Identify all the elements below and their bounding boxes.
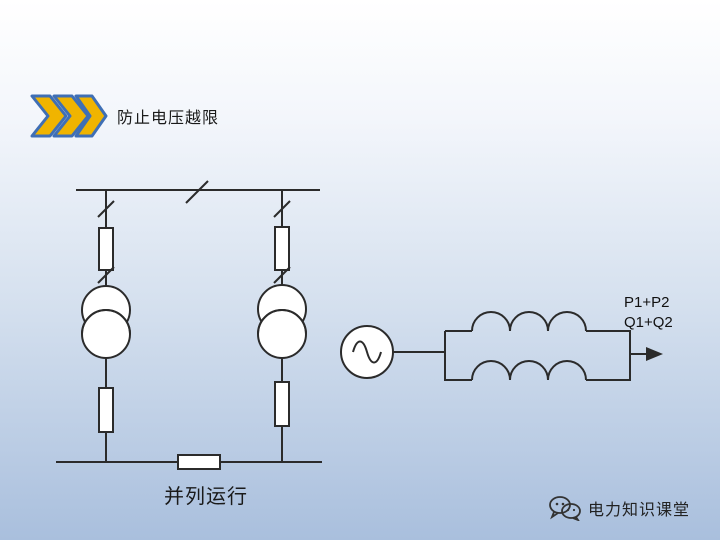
wechat-icon <box>549 496 581 521</box>
transformer-icon <box>257 284 307 359</box>
transformer-icon <box>81 285 131 359</box>
inductor-icon <box>471 360 587 381</box>
left-top-break-mark <box>97 200 115 218</box>
right-lower-break-mark <box>273 266 291 284</box>
power-flow-arrow <box>646 347 663 361</box>
parallel-operation-caption: 并列运行 <box>164 484 248 508</box>
bus-tie-breaker <box>177 454 221 470</box>
right-transformer-branch <box>257 190 307 462</box>
parallel-line-network <box>444 311 646 381</box>
left-transformer-branch <box>81 190 131 462</box>
watermark-text: 电力知识课堂 <box>588 500 691 519</box>
left-bottom-breaker <box>98 387 114 433</box>
reactive-power-label: Q1+Q2 <box>624 314 673 331</box>
right-bottom-breaker <box>274 381 290 427</box>
right-top-break-mark <box>273 200 291 218</box>
ac-source-icon <box>340 325 394 379</box>
inductor-icon <box>471 311 587 332</box>
busbar-break-mark <box>185 180 209 204</box>
left-top-breaker <box>98 227 114 271</box>
right-top-breaker <box>274 226 290 271</box>
chevron-arrows-icon <box>30 94 108 138</box>
left-lower-break-mark <box>97 266 115 284</box>
watermark: 电力知识课堂 <box>548 494 690 522</box>
active-power-label: P1+P2 <box>624 294 670 311</box>
slide-title: 防止电压越限 <box>117 108 220 127</box>
